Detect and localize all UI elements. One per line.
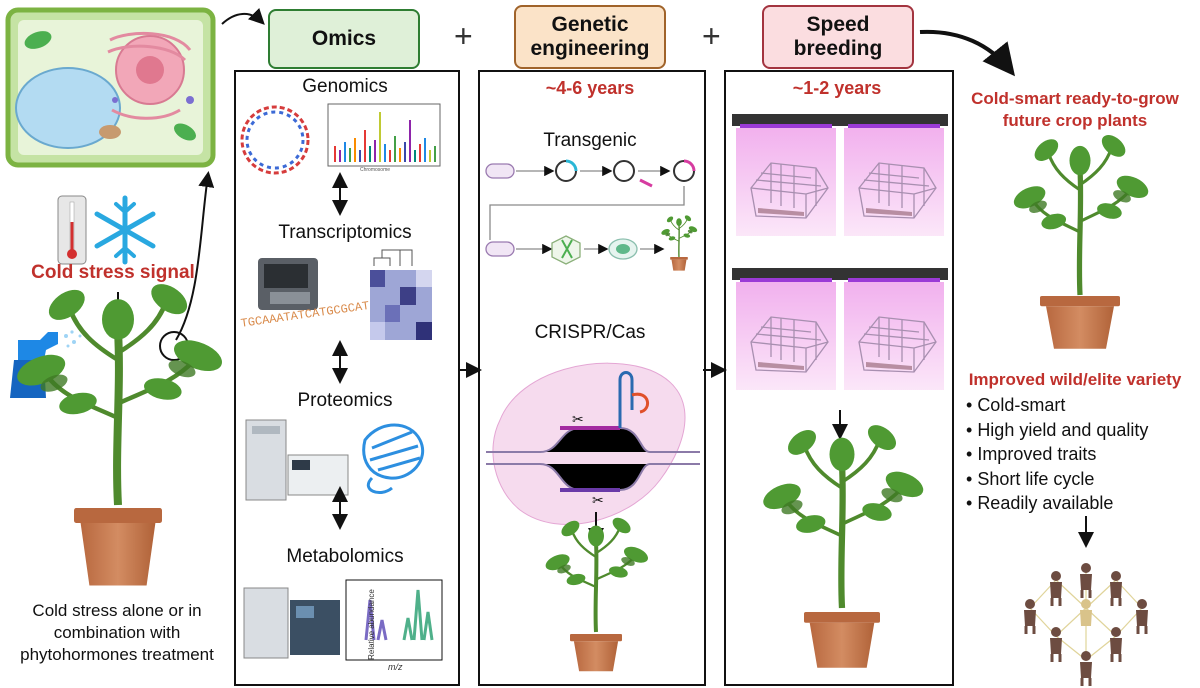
speed-breeding-header: Speed breeding bbox=[762, 5, 914, 69]
crispr-cas-diagram: ✂ ✂ bbox=[486, 362, 700, 525]
improved-variety-label: Improved wild/elite variety bbox=[968, 370, 1182, 389]
cold-stress-signal-label: Cold stress signal bbox=[31, 262, 195, 283]
speed-plant bbox=[759, 420, 927, 608]
treatment-caption: Cold stress alone or in combination with… bbox=[20, 601, 214, 664]
mass-spec-icon bbox=[243, 587, 340, 659]
plant-cell-illustration bbox=[5, 7, 216, 168]
left-pot bbox=[74, 508, 162, 586]
speed-breeding-label: Speed breeding bbox=[793, 13, 883, 60]
ms-xlabel: m/z bbox=[388, 662, 403, 672]
svg-text:✂: ✂ bbox=[572, 412, 584, 428]
future-plant bbox=[1010, 131, 1151, 295]
trait-item: • Readily available bbox=[966, 493, 1114, 513]
speed-pot bbox=[804, 612, 880, 668]
mass-spectrum-plot bbox=[345, 579, 443, 661]
transgenic-label: Transgenic bbox=[543, 130, 637, 151]
greenhouse-2 bbox=[839, 113, 949, 237]
dna-circle-icon bbox=[240, 105, 310, 175]
greenhouse-1 bbox=[731, 113, 841, 237]
heatmap bbox=[370, 249, 432, 340]
ms-ylabel: Relative abundance bbox=[366, 589, 376, 660]
future-crop-title: Cold-smart ready-to-grow future crop pla… bbox=[971, 89, 1179, 130]
trait-item: • High yield and quality bbox=[966, 419, 1149, 440]
genomics-label: Genomics bbox=[302, 76, 388, 97]
plus-sign-1: + bbox=[454, 18, 473, 54]
snowflake-icon bbox=[94, 195, 156, 265]
genetic-years-label: ~4-6 years bbox=[545, 78, 635, 98]
genetic-engineering-label: Genetic engineering bbox=[530, 13, 650, 60]
trait-item: • Improved traits bbox=[966, 444, 1097, 464]
small-pot-icon bbox=[670, 257, 688, 271]
sequencer-icon bbox=[258, 258, 318, 310]
trait-item: • Short life cycle bbox=[966, 468, 1095, 489]
trait-item: • Cold-smart bbox=[966, 395, 1066, 415]
crispr-plant bbox=[543, 515, 651, 632]
hplc-instrument-icon bbox=[245, 419, 349, 501]
protein-structure-icon bbox=[362, 423, 425, 494]
manhattan-plot bbox=[327, 103, 441, 167]
future-pot bbox=[1040, 296, 1120, 349]
greenhouse-3 bbox=[731, 267, 841, 391]
thermometer-icon bbox=[57, 195, 87, 265]
genetic-engineering-header: Genetic engineering bbox=[514, 5, 666, 69]
transgenic-workflow bbox=[485, 159, 696, 265]
people-network-icon bbox=[1022, 561, 1150, 688]
plus-sign-2: + bbox=[702, 18, 721, 54]
proteomics-label: Proteomics bbox=[297, 390, 393, 411]
omics-header: Omics bbox=[268, 9, 420, 69]
crispr-label: CRISPR/Cas bbox=[534, 322, 646, 343]
metabolomics-label: Metabolomics bbox=[286, 546, 404, 567]
crispr-pot bbox=[570, 634, 622, 672]
omics-header-label: Omics bbox=[311, 27, 377, 50]
trait-list: • Cold-smart • High yield and quality • … bbox=[966, 393, 1148, 516]
small-plant-icon bbox=[659, 213, 699, 259]
speed-years-label: ~1-2 years bbox=[792, 78, 882, 98]
transcriptomics-label: Transcriptomics bbox=[278, 222, 412, 243]
svg-text:✂: ✂ bbox=[592, 493, 604, 509]
manhattan-axis-label: Chromosome bbox=[360, 167, 391, 173]
greenhouse-4 bbox=[839, 267, 949, 391]
